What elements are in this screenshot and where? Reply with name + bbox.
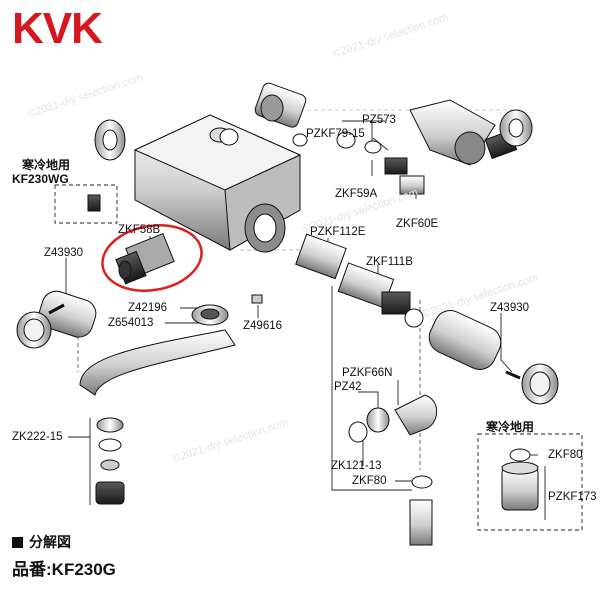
heading-square-icon (12, 537, 23, 548)
wg-part (87, 194, 101, 212)
part-label-zkf111b: ZKF111B (366, 256, 413, 268)
left-flange (94, 119, 126, 161)
part-label-z49616: Z49616 (243, 320, 283, 332)
left-handle (16, 290, 97, 349)
cartridge-zkf58b (115, 232, 175, 285)
part-label-zkf58b: ZKF58B (118, 224, 161, 236)
diagram-heading: 分解図 (12, 532, 71, 552)
spout (79, 304, 236, 396)
part-label-pzkf112e: PZKF112E (310, 226, 366, 238)
left-inlet-pipe (219, 82, 307, 146)
part-label-pzkf173: PZKF173 (548, 491, 597, 503)
cold-area-model-left: KF230WG (12, 172, 69, 186)
part-label-z43930-left: Z43930 (44, 247, 84, 259)
part-label-zkf80-right: ZKF80 (548, 449, 583, 461)
model-number: 品番:KF230G (12, 560, 116, 579)
part-label-pz42: PZ42 (334, 381, 362, 393)
kvk-logo: KVK (12, 4, 103, 53)
cold-area-label-left: 寒冷地用 (22, 158, 71, 172)
cold-area-parts-right (501, 448, 539, 511)
diagram-heading-text: 分解図 (29, 534, 71, 550)
part-label-pzkf66n: PZKF66N (342, 367, 393, 379)
cold-area-box-right (477, 433, 583, 531)
cold-area-box-left (54, 184, 118, 224)
part-label-z43930-right: Z43930 (490, 302, 530, 314)
left-screw (48, 303, 65, 315)
part-label-z654013: Z654013 (108, 317, 154, 329)
part-label-zk121-13: ZK121-13 (331, 460, 382, 472)
part-label-zkf80-middle: ZKF80 (352, 475, 387, 487)
cartridge-zkf111b (295, 233, 424, 328)
part-label-pzkf79-15: PZKF79-15 (306, 128, 365, 140)
highlight-circle (101, 224, 203, 292)
main-body (133, 114, 302, 253)
cold-area-label-right: 寒冷地用 (486, 420, 535, 434)
elbow-assembly (348, 394, 438, 546)
part-label-zkf60e: ZKF60E (396, 218, 439, 230)
part-label-zk222-15: ZK222-15 (12, 431, 63, 443)
screw-z49616 (251, 294, 263, 304)
pz573-fittings (292, 131, 425, 195)
part-label-zkf59a: ZKF59A (335, 188, 378, 200)
right-inlet-pipe (409, 99, 533, 166)
right-handle (428, 310, 559, 405)
left-column-parts (95, 417, 125, 505)
part-label-pz573: PZ573 (362, 114, 396, 126)
part-label-z42196: Z42196 (128, 302, 168, 314)
